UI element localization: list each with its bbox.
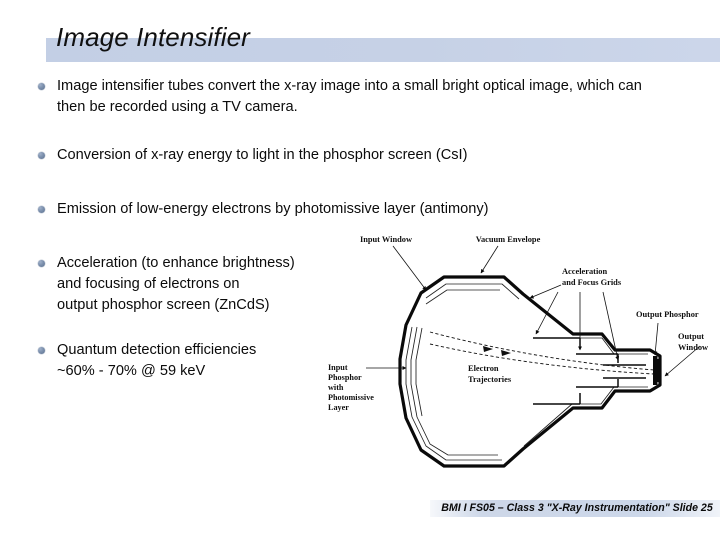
label-output-phosphor: Output Phosphor bbox=[636, 310, 699, 319]
bullet-text: Quantum detection efficiencies ~60% - 70… bbox=[57, 342, 257, 379]
list-item: Image intensifier tubes convert the x-ra… bbox=[38, 76, 670, 118]
list-item: Quantum detection efficiencies ~60% - 70… bbox=[38, 340, 256, 382]
bullet-text: Conversion of x-ray energy to light in t… bbox=[57, 147, 468, 163]
label-input-phosphor-line4: Photomissive bbox=[328, 393, 374, 402]
list-item: Conversion of x-ray energy to light in t… bbox=[38, 145, 467, 166]
bullet-sphere-icon bbox=[38, 206, 45, 213]
page-title: Image Intensifier bbox=[56, 22, 250, 52]
label-input-phosphor-line1: Input bbox=[328, 363, 348, 372]
output-window-plate bbox=[657, 359, 661, 382]
bullet-sphere-icon bbox=[38, 260, 45, 267]
image-intensifier-diagram: Input Window Vacuum Envelope Acceleratio… bbox=[318, 228, 720, 490]
list-item: Acceleration (to enhance brightness) and… bbox=[38, 253, 295, 316]
bullet-text: Acceleration (to enhance brightness) and… bbox=[57, 255, 295, 313]
label-vacuum-envelope: Vacuum Envelope bbox=[476, 235, 541, 244]
label-input-phosphor-line3: with bbox=[328, 383, 344, 392]
list-item: Emission of low-energy electrons by phot… bbox=[38, 199, 489, 220]
label-input-window: Input Window bbox=[360, 235, 412, 244]
label-acceleration-grids-line1: Acceleration bbox=[562, 267, 607, 276]
label-output-window-line2: Window bbox=[678, 343, 708, 352]
label-acceleration-grids-line2: and Focus Grids bbox=[562, 278, 622, 287]
label-electron-trajectories-line2: Trajectories bbox=[468, 375, 512, 384]
bullet-sphere-icon bbox=[38, 83, 45, 90]
bullet-sphere-icon bbox=[38, 347, 45, 354]
footer-text: BMI I FS05 – Class 3 "X-Ray Instrumentat… bbox=[441, 502, 713, 514]
label-output-window-line1: Output bbox=[678, 332, 704, 341]
title-band bbox=[46, 38, 720, 62]
label-input-phosphor-line5: Layer bbox=[328, 403, 349, 412]
footer-band bbox=[430, 500, 720, 517]
label-electron-trajectories-line1: Electron bbox=[468, 364, 499, 373]
bullet-text: Emission of low-energy electrons by phot… bbox=[57, 201, 489, 217]
label-input-phosphor-line2: Phosphor bbox=[328, 373, 362, 382]
bullet-text: Image intensifier tubes convert the x-ra… bbox=[57, 78, 642, 115]
bullet-sphere-icon bbox=[38, 152, 45, 159]
output-phosphor-plate bbox=[653, 356, 658, 385]
